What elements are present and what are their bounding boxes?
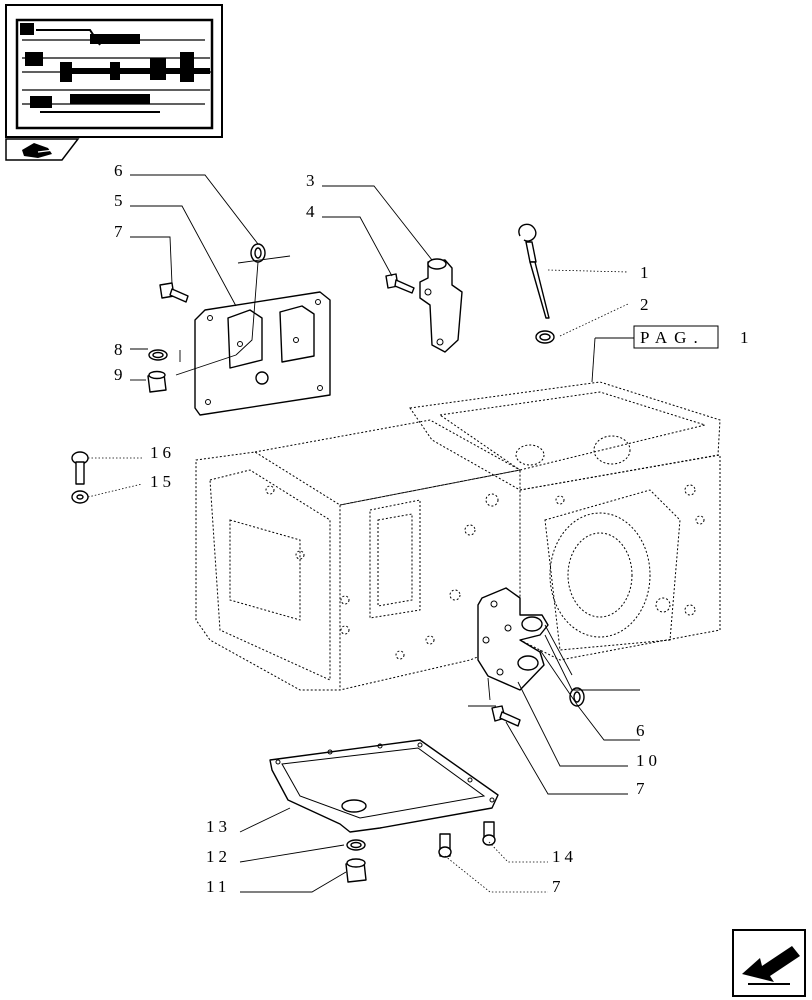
- bolt-part-bracket[interactable]: [385, 273, 415, 294]
- side-cover-part[interactable]: [477, 587, 549, 691]
- callout-7-mid[interactable]: 7: [636, 779, 649, 798]
- callout-9[interactable]: 9: [114, 365, 127, 384]
- page-reference-label: PAG.: [640, 328, 705, 347]
- transmission-housing: [195, 381, 721, 691]
- callout-6-bottom[interactable]: 6: [636, 721, 649, 740]
- shift-cover-plate-part[interactable]: [194, 291, 331, 416]
- dipstick-part[interactable]: [518, 223, 550, 319]
- callout-6-top[interactable]: 6: [114, 161, 127, 180]
- callout-4[interactable]: 4: [306, 202, 319, 221]
- callout-7-top[interactable]: 7: [114, 222, 127, 241]
- bolt-part-side[interactable]: [491, 705, 521, 727]
- callout-3[interactable]: 3: [306, 171, 319, 190]
- callout-15[interactable]: 15: [150, 472, 175, 491]
- sump-o-ring-part[interactable]: [346, 839, 366, 851]
- washer-part-left[interactable]: [71, 490, 89, 504]
- oil-sump-pan-part[interactable]: [269, 739, 499, 833]
- callout-11[interactable]: 11: [206, 877, 230, 896]
- callout-7-bottom[interactable]: 7: [552, 877, 565, 896]
- callout-12[interactable]: 12: [206, 847, 231, 866]
- drain-plug-part[interactable]: [345, 858, 367, 883]
- bolt-part-left[interactable]: [71, 451, 89, 485]
- callout-8[interactable]: 8: [114, 340, 127, 359]
- book-reference-icon[interactable]: [5, 138, 80, 161]
- callout-10[interactable]: 10: [636, 751, 661, 770]
- callout-13[interactable]: 13: [206, 817, 231, 836]
- callout-2[interactable]: 2: [640, 295, 653, 314]
- navigation-arrow-icon[interactable]: [732, 929, 806, 997]
- o-ring-part[interactable]: [148, 349, 168, 361]
- bolt-part-sump-b[interactable]: [482, 821, 496, 846]
- transmission-section-thumbnail-icon: [15, 18, 214, 130]
- seal-ring-part-bottom[interactable]: [569, 687, 585, 707]
- thumbnail-frame[interactable]: [5, 4, 223, 138]
- washer-part[interactable]: [535, 330, 555, 344]
- leader-lines: [87, 174, 640, 893]
- support-bracket-part[interactable]: [419, 258, 463, 353]
- bolt-part-sump-a[interactable]: [438, 833, 452, 858]
- page-reference[interactable]: PAG. 1: [633, 325, 753, 349]
- callout-16[interactable]: 16: [150, 443, 175, 462]
- bolt-part-top[interactable]: [159, 282, 189, 303]
- callout-1[interactable]: 1: [640, 263, 653, 282]
- page-reference-number: 1: [740, 328, 753, 347]
- plug-part-upper[interactable]: [147, 370, 167, 393]
- callout-labels: 1 2 3 4 5 6 7 8 9 16 15 6 10 7 13 12 11 …: [114, 161, 661, 896]
- callout-5[interactable]: 5: [114, 191, 127, 210]
- callout-14[interactable]: 14: [552, 847, 577, 866]
